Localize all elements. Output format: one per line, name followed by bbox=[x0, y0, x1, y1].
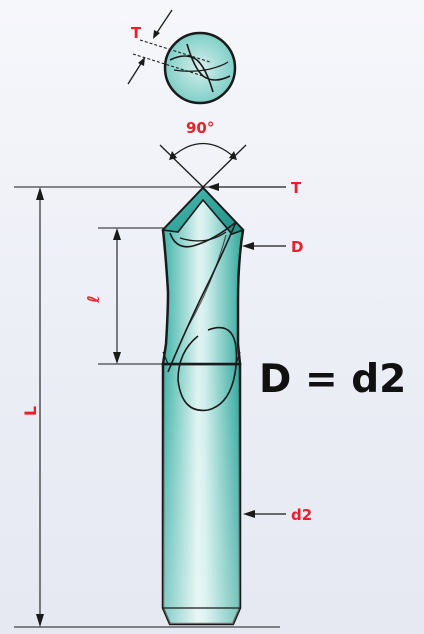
end-view-web bbox=[173, 61, 229, 72]
drill-point bbox=[161, 186, 245, 235]
web-thickness-label-top: T bbox=[131, 24, 142, 42]
drill-fluted-head bbox=[161, 186, 245, 366]
flute-edge-3 bbox=[179, 231, 227, 242]
drill-body bbox=[161, 186, 245, 626]
length-arrowhead-bottom bbox=[36, 614, 44, 627]
end-view-flute-2 bbox=[186, 43, 231, 81]
dimension-lines bbox=[14, 183, 286, 628]
web-arrow-top bbox=[155, 9, 173, 35]
angle-arrowhead-right bbox=[229, 151, 237, 160]
flute-edge-2 bbox=[167, 221, 237, 373]
end-view-circle bbox=[163, 31, 237, 105]
diameter-formula: D = d2 bbox=[259, 357, 406, 402]
angle-leg-right bbox=[202, 144, 247, 188]
angle-arc bbox=[171, 143, 235, 158]
angle-leg-left bbox=[159, 144, 204, 188]
shank-diameter-label: d2 bbox=[291, 506, 312, 524]
flute-end-curve bbox=[177, 326, 238, 412]
web-arrowhead-top bbox=[153, 30, 160, 39]
web-arrowhead-bottom bbox=[138, 57, 145, 66]
angle-arrowhead-left bbox=[169, 151, 177, 160]
flute-arrowhead-bottom bbox=[113, 352, 121, 364]
length-arrowhead-top bbox=[36, 187, 44, 200]
flute-edge-1 bbox=[169, 221, 237, 248]
flute-arrowhead-top bbox=[113, 228, 121, 240]
web-thickness-line-1 bbox=[139, 39, 211, 63]
shank-pointer-arrowhead bbox=[243, 510, 255, 518]
overall-length-label: L bbox=[21, 406, 40, 416]
end-view bbox=[127, 9, 237, 105]
tip-label: T bbox=[291, 179, 302, 197]
web-arrow-bottom bbox=[127, 61, 143, 85]
point-angle-annotation bbox=[159, 143, 247, 188]
diameter-pointer-arrowhead bbox=[242, 242, 254, 250]
point-angle-label: 90° bbox=[186, 119, 214, 137]
diameter-label: D bbox=[291, 238, 303, 256]
flute-length-label: ℓ bbox=[84, 295, 103, 304]
flute-inner-line bbox=[185, 234, 227, 331]
tip-pointer-arrowhead bbox=[207, 183, 219, 191]
